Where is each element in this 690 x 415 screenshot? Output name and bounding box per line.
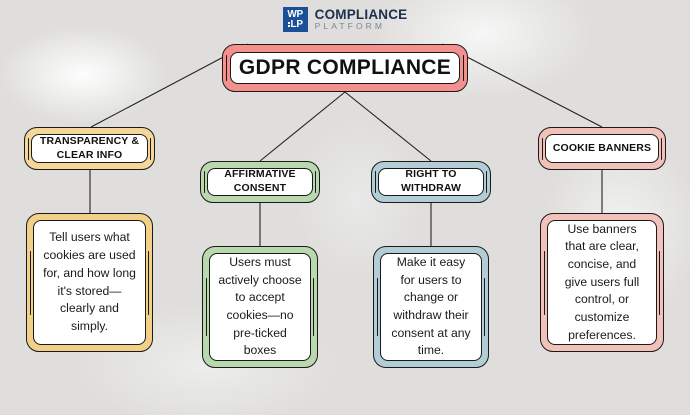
node-body-right-to-withdraw: Make it easy for users to change or with… (373, 246, 489, 368)
node-root-inner: GDPR COMPLIANCE (230, 52, 460, 84)
logo-mark-bottom-text: LP (290, 18, 303, 30)
node-heading-affirmative-consent: AFFIRMATIVE CONSENT (200, 161, 320, 203)
node-body-cookie-banners-inner: Use banners that are clear, concise, and… (547, 220, 657, 345)
node-body-affirmative-consent-text: Users must actively choose to accept coo… (218, 254, 302, 358)
node-body-transparency: Tell users what cookies are used for, an… (26, 213, 153, 352)
node-heading-right-to-withdraw: RIGHT TO WITHDRAW (371, 161, 491, 203)
brand-name-secondary: PLATFORM (314, 21, 386, 32)
logo-mark-top: WP (287, 8, 303, 20)
node-heading-right-to-withdraw-label: RIGHT TO WITHDRAW (400, 168, 462, 194)
node-body-transparency-text: Tell users what cookies are used for, an… (43, 230, 136, 333)
node-root-label: GDPR COMPLIANCE (238, 56, 452, 79)
node-heading-transparency-label: TRANSPARENCY & CLEAR INFO (39, 134, 140, 161)
node-heading-cookie-banners-label: COOKIE BANNERS (552, 141, 652, 154)
node-body-affirmative-consent: Users must actively choose to accept coo… (202, 246, 318, 368)
logo-dots-icon (287, 22, 290, 27)
node-heading-cookie-banners: COOKIE BANNERS (538, 127, 666, 170)
node-root-gdpr-compliance: GDPR COMPLIANCE (222, 44, 468, 92)
node-body-transparency-inner: Tell users what cookies are used for, an… (33, 220, 146, 345)
brand-name-primary: COMPLIANCE (314, 6, 408, 22)
node-heading-affirmative-consent-inner: AFFIRMATIVE CONSENT (207, 168, 313, 196)
wplp-logo-icon: WP LP (282, 7, 308, 32)
node-body-right-to-withdraw-inner: Make it easy for users to change or with… (380, 253, 482, 361)
node-heading-transparency-inner: TRANSPARENCY & CLEAR INFO (31, 134, 148, 163)
brand-wordmark: COMPLIANCE PLATFORM (314, 6, 408, 32)
node-heading-affirmative-consent-label: AFFIRMATIVE CONSENT (224, 168, 296, 194)
logo-mark-bottom: LP (287, 18, 303, 30)
node-heading-cookie-banners-inner: COOKIE BANNERS (545, 134, 659, 163)
brand-logo: WP LP COMPLIANCE PLATFORM (0, 7, 690, 32)
node-heading-transparency: TRANSPARENCY & CLEAR INFO (24, 127, 155, 170)
node-body-affirmative-consent-inner: Users must actively choose to accept coo… (209, 253, 311, 361)
node-body-right-to-withdraw-text: Make it easy for users to change or with… (391, 254, 471, 358)
node-body-cookie-banners-text: Use banners that are clear, concise, and… (564, 221, 640, 342)
node-heading-right-to-withdraw-inner: RIGHT TO WITHDRAW (378, 168, 484, 196)
node-body-cookie-banners: Use banners that are clear, concise, and… (540, 213, 664, 352)
